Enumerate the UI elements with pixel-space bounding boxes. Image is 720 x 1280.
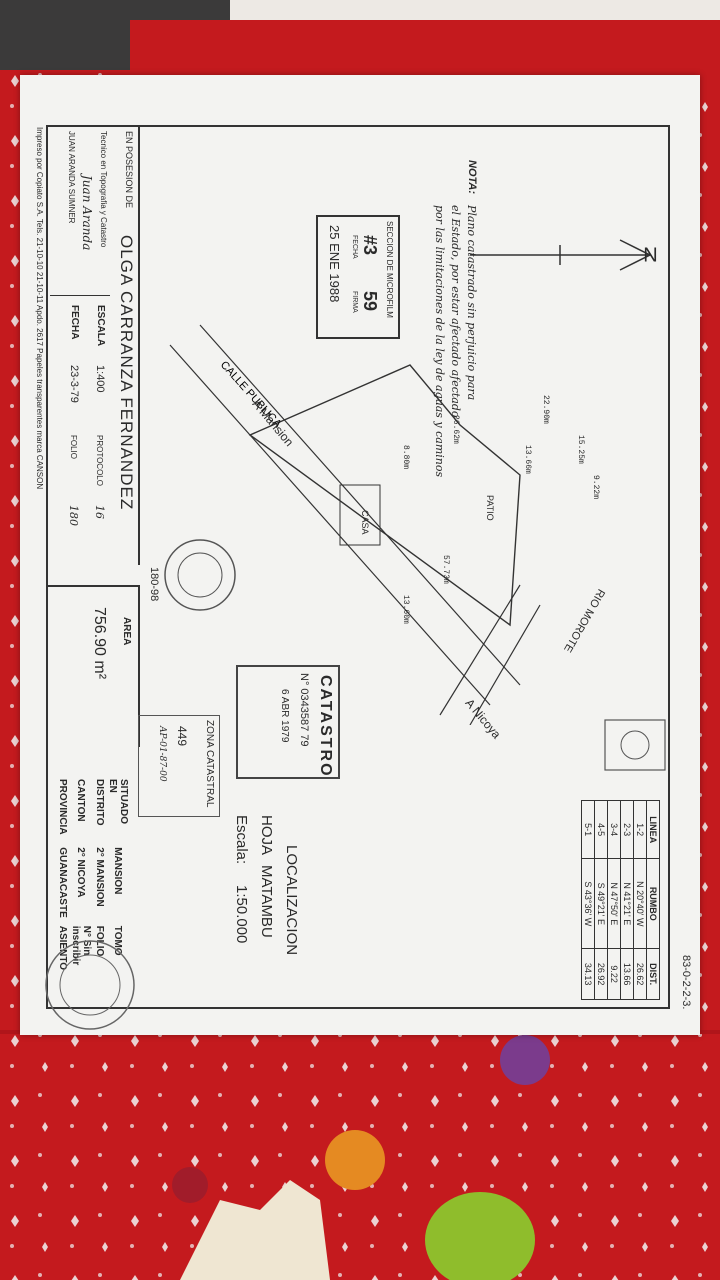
hoja-value: MATAMBU xyxy=(258,865,275,938)
sketch-dim: 15.25m xyxy=(576,435,585,464)
direccion-stamp-icon xyxy=(604,719,666,771)
location-cell: 2° NICOYA xyxy=(75,847,87,898)
area-label: AREA xyxy=(121,617,132,646)
bearing-cell: 1-2 xyxy=(633,800,647,859)
table-row: 1-2 N 20°40' W 26.62 xyxy=(633,800,647,1000)
catastro-stamp: CATASTRO N° 0343587 79 6 ABR 1979 xyxy=(236,665,340,779)
tech-label: Tecnico en Topografia y Catastro xyxy=(99,131,108,248)
hoja-label: HOJA xyxy=(258,815,275,856)
sketch-dim: 26.62m xyxy=(451,415,460,444)
escala-value: 1:400 xyxy=(94,365,106,393)
zona-value2: AP-01-87-00 xyxy=(157,726,167,782)
location-cell: DISTRITO xyxy=(94,779,105,826)
table-row: 2-3 N 41°21' E 13.66 xyxy=(620,800,634,1000)
cadastral-plan-sheet: 83-0-2-2-3. N SECCION DE MICROFILM #3 59… xyxy=(20,75,700,1035)
table-row: 5-1 S 43°36' W 34.13 xyxy=(581,800,595,1000)
bearing-cell: 13.66 xyxy=(620,948,634,1000)
fecha-value: 23-3-79 xyxy=(68,365,80,403)
printer-credit: Impreso por Copiato S.A. Tels. 21-10-10 … xyxy=(35,127,44,490)
microfilm-roll: #3 xyxy=(360,235,380,256)
sketch-patio: PATIO xyxy=(485,495,495,521)
area-block: AREA 756.90 m² xyxy=(48,585,140,747)
bearing-cell: 26.92 xyxy=(594,948,608,1000)
bearing-cell: N 47°50' E xyxy=(607,858,621,949)
north-arrow-icon xyxy=(470,239,652,271)
bearing-cell: 2-3 xyxy=(620,800,634,859)
catastro-number: N° 0343587 79 xyxy=(298,673,310,747)
bearing-cell: S 49°21' E xyxy=(594,858,608,949)
tech-name: JUAN ARANDA SUMNER xyxy=(67,131,76,224)
sketch-dim: 13.66m xyxy=(523,445,532,474)
bearing-cell: 4-5 xyxy=(594,800,608,859)
location-cell: PROVINCIA xyxy=(57,779,68,835)
area-value: 756.90 m² xyxy=(91,607,108,680)
lime-fruit xyxy=(425,1192,535,1280)
bearing-cell: N 41°21' E xyxy=(620,858,634,949)
catastro-title: CATASTRO xyxy=(317,675,334,778)
document-reference: 83-0-2-2-3. xyxy=(680,955,692,1010)
zona-title: ZONA CATASTRAL xyxy=(204,720,215,808)
tech-signature: Juan Aranda xyxy=(80,175,94,251)
location-cell: CANTON xyxy=(75,779,87,822)
bearing-cell: S 43°36' W xyxy=(581,858,595,949)
bearing-cell: N 20°40' W xyxy=(633,858,647,949)
location-cell: GUANACASTE xyxy=(57,847,68,918)
sketch-dim: 13.60m xyxy=(401,595,410,624)
fringe-tassel xyxy=(180,1180,330,1280)
bearing-cell: 5-1 xyxy=(581,800,595,859)
location-cell: 2° MANSION xyxy=(94,847,105,907)
bearing-header: DIST. xyxy=(646,948,660,1000)
microfilm-title: SECCION DE MICROFILM xyxy=(385,221,394,318)
protocolo-label: PROTOCOLO xyxy=(95,435,104,486)
sketch-dim: 8.80m xyxy=(401,445,410,470)
north-label: N xyxy=(643,244,658,267)
bearing-cell: 9.22 xyxy=(607,948,621,1000)
bearing-cell: 3-4 xyxy=(607,800,621,859)
nota-label: NOTA: xyxy=(466,160,478,195)
folio-label: FOLIO xyxy=(69,435,78,460)
notary-seal-icon xyxy=(164,539,236,611)
owner-label: EN POSESION DE xyxy=(124,131,134,209)
seal-stamp-icon xyxy=(45,940,135,1030)
table-row: 4-5 S 49°21' E 26.92 xyxy=(594,800,608,1000)
folio-value: 180 xyxy=(67,505,80,526)
sketch-dim: 9.22m xyxy=(591,475,600,500)
bearing-cell: 34.13 xyxy=(581,948,595,1000)
bearing-cell: 26.62 xyxy=(633,948,647,1000)
sketch-casa: CASA xyxy=(360,510,370,535)
protocolo-value: 16 xyxy=(93,505,106,519)
zona-value: 449 xyxy=(175,726,189,747)
owner-name: OLGA CARRANZA FERNANDEZ xyxy=(117,235,136,511)
lot-sketch: CALLE PUBLICA xyxy=(169,324,541,725)
escala-loc-label: Escala: xyxy=(233,815,250,865)
zona-catastral-box: ZONA CATASTRAL 449 AP-01-87-00 xyxy=(138,715,220,817)
location-cell: MANSION xyxy=(112,847,124,895)
escala-loc-value: 1:50.000 xyxy=(233,885,250,944)
catastro-date: 6 ABR 1979 xyxy=(279,689,290,743)
bearing-table: LINEA RUMBO DIST. 1-2 N 20°40' W 26.62 2… xyxy=(581,800,660,1000)
sketch-dim: 22.90m xyxy=(541,395,550,424)
fruit-print xyxy=(325,1130,385,1190)
table-row: 3-4 N 47°50' E 9.22 xyxy=(607,800,621,1000)
fecha-label: FECHA xyxy=(69,305,80,340)
sketch-dim: 57.73m xyxy=(441,555,450,584)
location-cell: SITUADO EN xyxy=(107,779,129,824)
bearing-header: LINEA xyxy=(646,800,660,859)
microfilm-date: 25 ENE 1988 xyxy=(327,225,342,303)
bearing-header: RUMBO xyxy=(646,858,660,949)
escala-label: ESCALA xyxy=(95,305,106,347)
microfilm-sub-label: FECHA xyxy=(351,235,358,259)
localizacion-title: LOCALIZACION xyxy=(283,845,300,956)
owner-block: EN POSESION DE OLGA CARRANZA FERNANDEZ T… xyxy=(48,125,140,566)
